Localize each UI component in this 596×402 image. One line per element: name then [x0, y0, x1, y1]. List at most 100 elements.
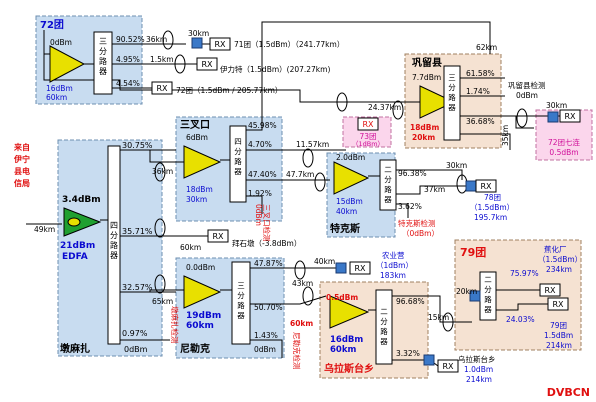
edfa-inner-icon: [67, 217, 81, 227]
split-ratio: 1.74%: [466, 87, 490, 96]
watermark: DVBCN: [547, 386, 590, 399]
input-power: 7.7dBm: [412, 73, 441, 82]
dest-yilite: 伊力特（1.5dBm）(207.27km): [220, 64, 330, 74]
fiber-lines: [26, 21, 560, 367]
dest-wulasi-power: 1.0dBm: [464, 365, 493, 374]
fiber-coil: [162, 30, 174, 50]
nileke-text: 65km 0.0dBm 19dBm 60km 尼勒克 三分路器 47.87% 5…: [152, 250, 413, 370]
rx-label: RX: [354, 264, 366, 273]
dest-jiaohuachang-power: （1.5dBm）: [538, 255, 582, 264]
wulasi-text: 0.5dBm 16dBm 60km 乌拉斯台乡 二分路器 96.68% 3.32…: [324, 293, 496, 384]
box-wulasi: [319, 281, 429, 379]
station-title-wulasi: 乌拉斯台乡: [324, 362, 374, 375]
distance: 20km: [456, 287, 477, 296]
box-nileke: [175, 257, 285, 359]
rx-label: RX: [564, 112, 576, 121]
split-ratio: 45.98%: [248, 121, 277, 130]
monitor-label: 特克斯检测: [398, 218, 436, 228]
fiber-coil: [314, 172, 326, 192]
optical-node: [465, 180, 477, 192]
fiber-coil: [154, 162, 166, 182]
rx-label: RX: [201, 60, 213, 69]
gongliu-text: 62km 巩留县 7.7dBm 18dBm 20km 三分路器 61.58% 1…: [368, 43, 581, 157]
amp-power: 16dBm: [330, 335, 363, 345]
distance: 62km: [476, 43, 497, 52]
optical-node: [191, 37, 203, 49]
distance: 30km: [446, 161, 467, 170]
split-ratio: 47.40%: [248, 170, 277, 179]
monitor-label: 巩留县检测: [508, 80, 546, 90]
dest-nongyeying-distance: 183km: [380, 271, 406, 280]
splitter-label: 二分路器: [484, 275, 492, 314]
splitter-label: 三分路器: [448, 73, 456, 112]
split-ratio: 1.43%: [254, 331, 278, 340]
distance: 15km: [428, 313, 449, 322]
station-title-duenmazha: 墩麻扎: [60, 342, 90, 355]
distance: 47.7km: [286, 170, 314, 179]
split-ratio: 4.70%: [248, 140, 272, 149]
rx-box: [475, 179, 497, 193]
monitor-power: （0dBm）: [402, 229, 439, 238]
sanchakou-text: 三叉口 36km 6dBm 18dBm 30km 四分路器 45.98% 4.7…: [152, 119, 384, 242]
amp-power: 16dBm: [46, 84, 73, 93]
monitor-label: 墩麻扎检测: [170, 306, 180, 344]
distance: 60km: [290, 319, 313, 328]
distance: 30km: [546, 101, 567, 110]
amplifier-nileke: [183, 275, 222, 309]
fiber-coil: [516, 108, 528, 128]
station-title-sanchakou: 三叉口: [180, 119, 210, 131]
dest-71tuan: 71团（1.5dBm）（241.77km）: [234, 40, 344, 49]
amplifiers: [49, 45, 456, 329]
rx-box: [151, 81, 173, 95]
edfa-name: EDFA: [62, 252, 88, 262]
amp-power: 15dBm: [336, 197, 363, 206]
split-ratio: 50.70%: [254, 303, 283, 312]
split-ratio: 3.32%: [396, 349, 420, 358]
dest-73tuan: 73团: [359, 132, 376, 141]
distance: 37km: [424, 185, 445, 194]
rx-label: RX: [480, 182, 492, 191]
station-title-nileke: 尼勒克: [180, 342, 210, 355]
rx-label: RX: [552, 300, 564, 309]
amplifier-72tuan: [49, 45, 86, 83]
rx-box: [349, 261, 371, 275]
dest-jiaohuachang: 蕉化厂: [544, 244, 567, 254]
optical-node: [423, 354, 435, 366]
fiber-coil: [336, 92, 348, 112]
dest-79tuan-power: 1.5dBm: [544, 331, 573, 340]
monitor-power: 0dBm: [124, 345, 148, 354]
dest-78tuan: 78团: [484, 193, 501, 202]
dest-wulasi: 乌拉斯台乡: [458, 354, 496, 364]
optical-node: [335, 262, 347, 274]
dest-72qilian: 72团七连: [548, 137, 581, 147]
splitter-label: 二分路器: [384, 165, 392, 204]
split-ratio: 0.97%: [122, 329, 148, 338]
dest-73tuan-power: （1dBm）: [352, 140, 384, 148]
optical-nodes: [191, 37, 559, 366]
splitter-label: 三分路器: [99, 37, 107, 76]
station-title-79tuan: 79团: [460, 246, 486, 259]
splitter-label: 三分路器: [237, 281, 245, 320]
split-ratio: 4.54%: [116, 79, 140, 88]
amplifier-gongliu: [419, 85, 456, 119]
fiber-coil: [302, 286, 314, 306]
monitor-label: 尼勒克检测: [292, 332, 302, 370]
amp-distance: 40km: [336, 207, 357, 216]
dest-nongyeying: 农业营: [382, 250, 405, 260]
split-ratio: 32.57%: [122, 283, 153, 292]
rx-labels: RX RX RX RX RX RX RX RX RX RX RX: [156, 40, 576, 371]
fiber-coil: [392, 100, 404, 120]
distance: 36km: [146, 35, 167, 44]
splitter-gongliu: [443, 65, 461, 141]
splitter-label: 四分路器: [110, 221, 118, 260]
optical-node: [547, 111, 559, 123]
dest-nongyeying-power: （1dBm）: [376, 261, 413, 270]
splitter-source: [107, 145, 121, 345]
fiber-coil: [442, 312, 454, 332]
rx-box: [559, 109, 581, 123]
splitter-label: 四分路器: [234, 137, 242, 176]
rx-box: [547, 297, 569, 311]
split-ratio: 47.87%: [254, 259, 283, 268]
t79-text: 79团 20km 二分路器 75.97% 24.03% 蕉化厂 （1.5dBm）…: [456, 244, 582, 350]
input-power: 6dBm: [186, 133, 208, 142]
